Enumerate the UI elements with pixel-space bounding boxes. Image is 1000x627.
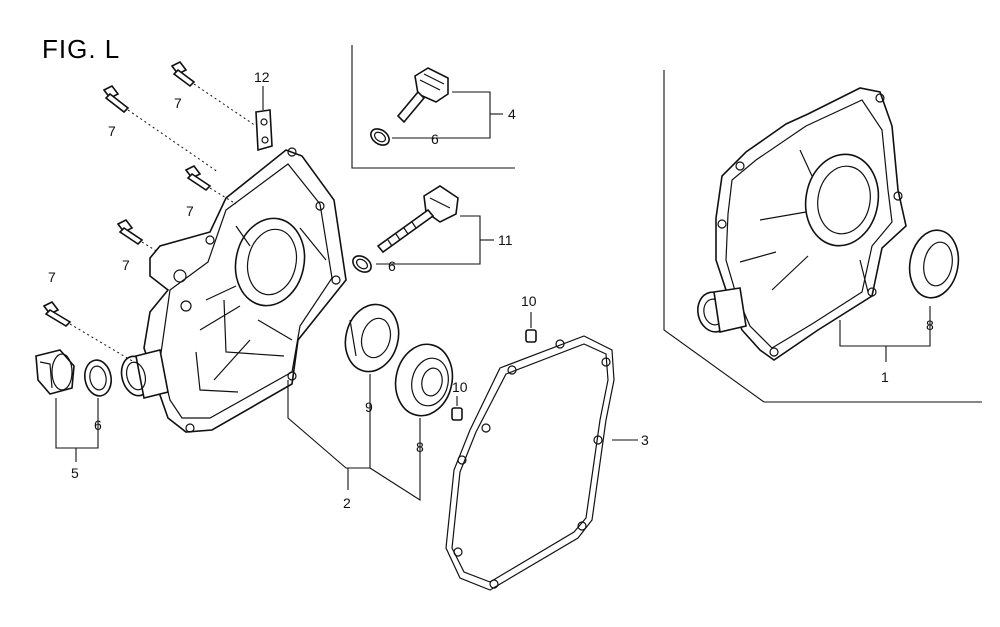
inset-box-assembly [663, 70, 982, 403]
callout-7-b: 7 [108, 123, 116, 139]
oil-filler-cap-part-11[interactable] [376, 185, 459, 254]
callout-11: 11 [498, 232, 513, 248]
leader-5 [55, 398, 99, 449]
bolt-part-7-b[interactable] [102, 84, 130, 114]
callout-1: 1 [881, 369, 889, 385]
drain-plug-part-5[interactable] [35, 349, 75, 395]
bracket-part-12[interactable] [255, 109, 273, 152]
assembly-bearing-part-8[interactable] [904, 226, 963, 301]
o-ring-part-6-mid[interactable] [350, 253, 374, 276]
callout-12: 12 [254, 69, 270, 85]
leader-1 [839, 306, 931, 347]
o-ring-part-6-inset[interactable] [368, 126, 392, 149]
bearing-part-8[interactable] [389, 339, 459, 421]
o-ring-inner-left [89, 365, 107, 391]
o-ring-part-6-left[interactable] [82, 358, 114, 398]
callout-10-a: 10 [521, 293, 537, 309]
callout-2: 2 [343, 495, 351, 511]
o-ring-inner-inset [373, 131, 387, 143]
callout-7-d: 7 [122, 257, 130, 273]
callout-4: 4 [508, 106, 516, 122]
leader-4 [392, 91, 491, 139]
bolt-axis-7e [69, 323, 135, 363]
leader-2-left [287, 374, 371, 469]
inset-box-dipstick [351, 45, 515, 169]
crankcase-cover-assembly[interactable] [715, 87, 907, 361]
callout-10-b: 10 [452, 379, 468, 395]
dowel-pin-part-10-a[interactable] [525, 329, 537, 343]
callout-6-inset: 6 [431, 131, 439, 147]
leader-2-right [369, 418, 421, 502]
bolt-axis-7d [141, 241, 159, 253]
bolt-part-7-e[interactable] [42, 300, 72, 328]
callout-8-main: 8 [416, 439, 424, 455]
figure-title: FIG. L [42, 34, 121, 64]
crankcase-cover[interactable] [143, 147, 347, 433]
callout-6-mid: 6 [388, 258, 396, 274]
callout-7-e: 7 [48, 269, 56, 285]
oil-filler-cap-part-4[interactable] [396, 67, 449, 124]
callout-9: 9 [365, 399, 373, 415]
assembly-drain-boss [697, 287, 747, 333]
callout-7-a: 7 [174, 95, 182, 111]
bolt-axis-7c [209, 187, 237, 205]
bolt-axis-7b [127, 109, 219, 173]
dowel-pin-part-10-b[interactable] [451, 407, 463, 421]
drain-boss [120, 349, 169, 399]
o-ring-inner-mid [355, 258, 369, 270]
bolt-axis-7a [193, 83, 257, 127]
bolt-part-7-a[interactable] [170, 60, 196, 88]
callout-3: 3 [641, 432, 649, 448]
bolt-part-7-d[interactable] [116, 218, 144, 246]
callout-8-assembly: 8 [926, 317, 934, 333]
oil-seal-part-9[interactable] [338, 298, 406, 377]
gasket-part-3[interactable] [445, 335, 615, 591]
callout-7-c: 7 [186, 203, 194, 219]
bolt-part-7-c[interactable] [184, 164, 212, 192]
callout-5: 5 [71, 465, 79, 481]
callout-6-left: 6 [94, 417, 102, 433]
